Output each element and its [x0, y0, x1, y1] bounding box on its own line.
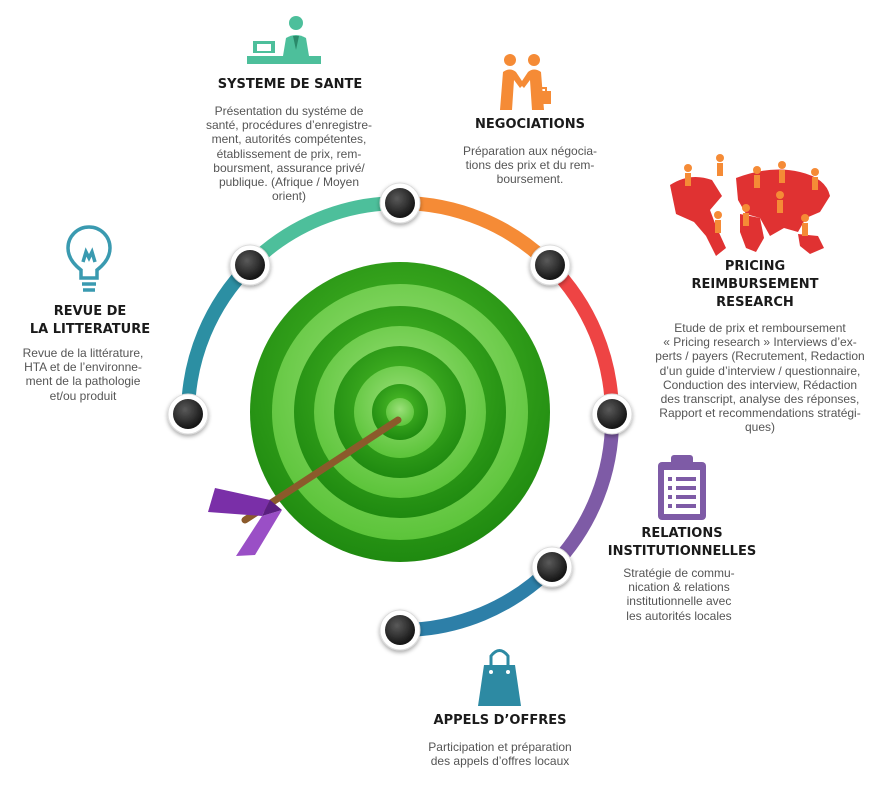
desc-revue-de-la-litterature: Revue de la littérature, HTA et de l’env…	[22, 346, 144, 403]
ring-node	[167, 393, 209, 435]
title-systeme-de-sante: SYSTEME DE SANTE	[217, 77, 363, 92]
shopping-bag-icon	[478, 649, 521, 706]
title-appels-d-offres: APPELS D’OFFRES	[433, 713, 567, 728]
title-negociations: NEGOCIATIONS	[475, 117, 585, 132]
title-revue-de-la-litterature: REVUE DE LA LITTERATURE	[29, 304, 151, 337]
arrow-fletching-top	[208, 488, 270, 516]
ring-node	[531, 546, 573, 588]
ring-node	[229, 244, 271, 286]
ring-arc-orange	[399, 195, 555, 270]
desc-pricing-reimbursement-research: Etude de prix et remboursement « Pricing…	[655, 321, 865, 435]
ring-arc-dark-blue	[399, 562, 557, 638]
desc-negociations: Préparation aux négocia- tions des prix …	[462, 144, 598, 187]
ring-nodes	[167, 182, 633, 651]
clipboard-icon	[658, 455, 706, 520]
arrow	[208, 416, 402, 556]
ring-arc-teal-green	[245, 195, 401, 270]
ring-arc-red	[545, 260, 619, 415]
doctor-desk-icon	[247, 16, 321, 64]
desc-appels-d-offres: Participation et préparation des appels …	[428, 740, 572, 769]
title-relations-institutionnelles: RELATIONS INSTITUTIONNELLES	[607, 526, 757, 559]
target	[250, 262, 550, 562]
handshake-icon	[500, 54, 551, 110]
ring-node	[379, 609, 421, 651]
ring-node	[591, 393, 633, 435]
arrow-fletching-mid	[262, 500, 282, 516]
desc-relations-institutionnelles: Stratégie de commu- nication & relations…	[623, 566, 735, 623]
title-pricing-reimbursement-research: PRICING REIMBURSEMENT RESEARCH	[691, 259, 819, 310]
target-bullseye	[386, 398, 414, 426]
ring-node	[379, 182, 421, 224]
world-map-people-icon	[670, 154, 830, 256]
desc-systeme-de-sante: Présentation du systéme de santé, procéd…	[205, 104, 373, 204]
lightbulb-icon	[66, 225, 112, 292]
ring-arc-teal-blue	[181, 260, 255, 415]
ring-node	[529, 244, 571, 286]
arrow-fletching-bottom	[236, 510, 282, 556]
